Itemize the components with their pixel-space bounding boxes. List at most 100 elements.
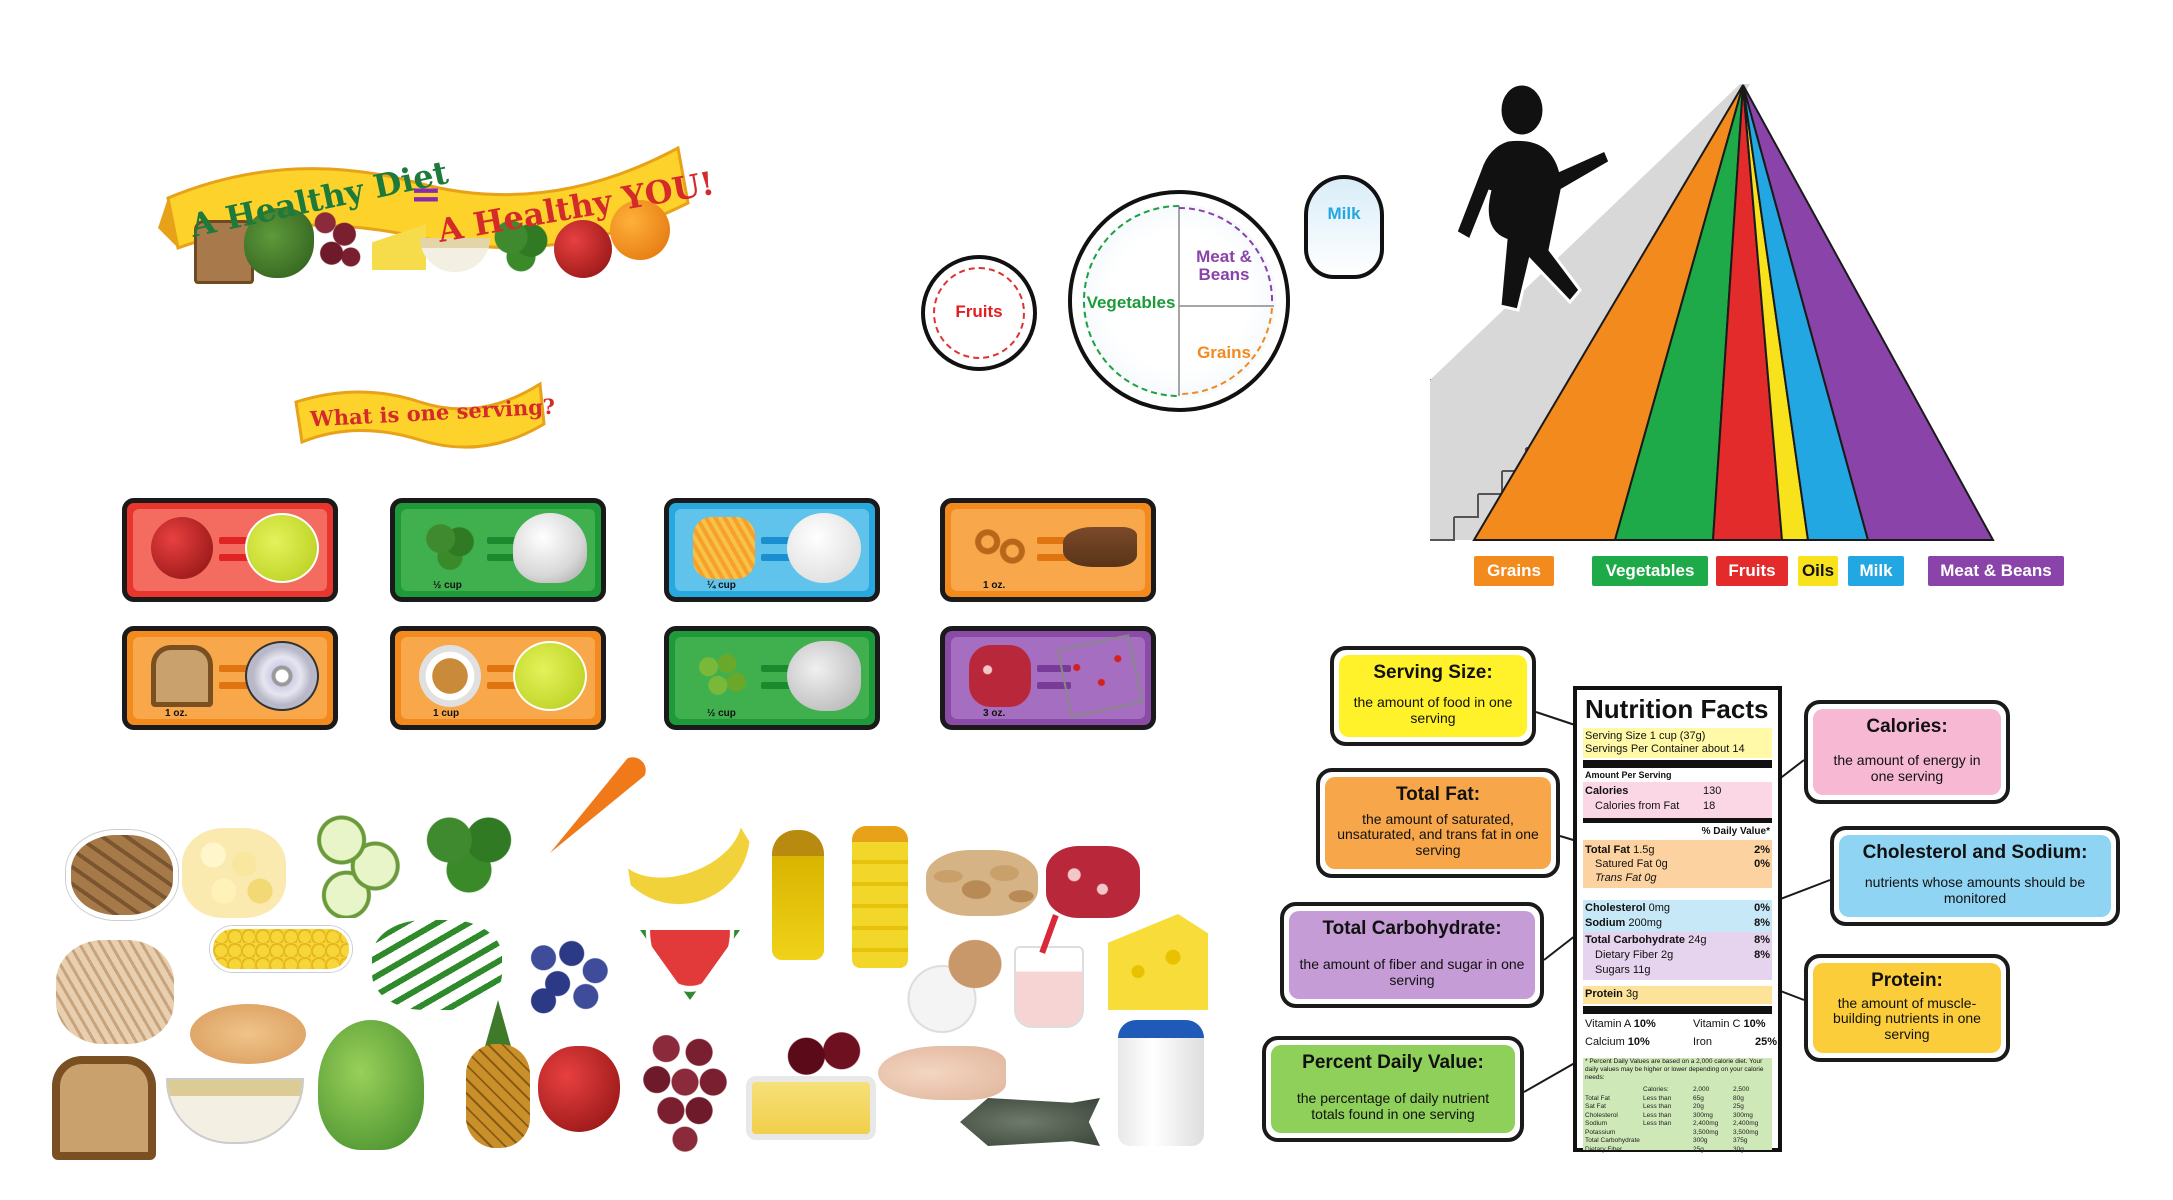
daily-values-cell: 25g [1733,1103,1744,1110]
callout-cholesterol-sodium: Cholesterol and Sodium: nutrients whose … [1830,826,2120,926]
serving-quantity: 1 oz. [165,708,188,719]
daily-values-cell: 3,500mg [1733,1128,1759,1136]
total-fat-pct: 2% [1754,844,1770,856]
cholesterol-label: Cholesterol [1585,902,1646,914]
daily-values-cell: Dietary Fiber [1585,1145,1623,1153]
serving-quantity: ½ cup [433,580,462,591]
tennis-ball-icon [513,641,587,711]
dv-header: % Daily Value* [1585,826,1770,837]
daily-values-cell: 2,400mg [1693,1120,1719,1127]
equals-sign-icon: = [410,172,442,216]
serving-quantity: ¼ cup [707,580,736,591]
callout-protein: Protein: the amount of muscle-building n… [1804,954,2010,1062]
cheese-icon [693,517,755,579]
callout-calories: Calories: the amount of energy in one se… [1804,700,2010,804]
sodium-amount: 200mg [1628,917,1663,929]
tennis-ball-icon [245,513,319,583]
callout-body: the amount of energy in one serving [1833,752,1981,784]
mouse-icon [787,641,861,711]
callout-title: Total Carbohydrate: [1322,918,1502,939]
legend-item: Oils [1798,556,1838,586]
milk-jug-icon [1118,1020,1204,1146]
plate-label-vegetables: Vegetables [1086,293,1176,312]
callout-fill [1325,777,1551,869]
highlight-calories [1583,782,1772,818]
fish-icon [960,1098,1100,1146]
trans-fat-label: Trans Fat 0g [1595,872,1657,884]
cereal-icon [419,645,481,707]
equals-icon [219,537,253,561]
servings-per-container: Servings Per Container about 14 [1585,743,1745,755]
minerals-row: Calcium 10% Iron 25% [1585,1036,1777,1048]
total-carb-amount: 24g [1688,934,1707,946]
daily-values-cell: Calories: [1643,1086,1669,1093]
iron-pct: 25% [1755,1036,1778,1048]
daily-values-cell: 300mg [1693,1111,1713,1119]
serving-card: 1 oz. [940,498,1156,602]
rule-thick-2 [1583,1006,1772,1014]
vit-a-pct: 10% [1633,1018,1656,1030]
stair-step [1454,494,1479,518]
callout-title: Total Fat: [1395,784,1481,805]
daily-values-cell: 300g [1693,1137,1708,1144]
highlight-carb [1583,932,1772,980]
plate-label-grains: Grains [1197,343,1251,362]
callout-fill [1813,709,2001,795]
daily-values-cell: 80g [1733,1094,1744,1102]
serving-card: ¼ cup [664,498,880,602]
serving-size: Serving Size 1 cup (37g) [1585,730,1706,742]
legend-item: Grains [1474,556,1554,586]
milk-cup: Milk [1304,175,1384,279]
callout-body: nutrients whose amounts should be monito… [1864,874,2086,906]
trans-fat-row: Trans Fat 0g [1585,872,1770,884]
callout-fill [1813,963,2001,1053]
golf-ball-icon [787,513,861,583]
shredded-chicken-icon [56,940,174,1044]
callout-body: the amount of fiber and sugar in one ser… [1299,956,1525,988]
daily-values-row: Dietary Fiber 25g 30g [1585,1146,1770,1155]
yogurt-cup-icon [1014,914,1084,1028]
broccoli-icon [420,810,518,910]
calories-fat-label: Calories from Fat [1595,800,1680,812]
sat-fat-label: Satured Fat 0g [1595,858,1668,870]
callout-title: Serving Size: [1373,662,1493,683]
daily-values-cell: 30g [1733,1145,1744,1153]
cherries-icon [784,986,864,1076]
pineapple-icon [466,1000,530,1150]
serving-quantity: 1 oz. [983,580,1006,591]
total-fat-label: Total Fat [1585,844,1631,856]
orange-icon [610,200,670,260]
plate-label-milk: Milk [1327,204,1361,223]
serving-card: ½ cup [390,498,606,602]
equals-icon [761,665,795,689]
cholesterol-pct: 0% [1754,902,1770,914]
callout-title: Cholesterol and Sodium: [1862,842,2088,863]
pyramid-wedge-meat-beans [1742,84,1995,541]
vit-c-pct: 10% [1743,1018,1766,1030]
corn-icon [210,926,352,972]
protein-label: Protein [1585,988,1623,1000]
calcium-pct: 10% [1627,1036,1650,1048]
callout-title: Calories: [1866,716,1948,737]
legend-item: Vegetables [1592,556,1708,586]
fiber-pct: 8% [1754,949,1770,961]
serving-card [122,498,338,602]
peanuts-icon [926,850,1038,916]
daily-values-cell: Total Carbohydrate [1585,1137,1640,1144]
callout-body: the percentage of daily nutrient totals … [1296,1090,1490,1122]
climbing-person-icon [1454,82,1612,312]
daily-values-cell: 25g [1693,1145,1704,1153]
daily-values-cell: 20g [1693,1103,1704,1110]
daily-values-cell: Potassium [1585,1128,1616,1136]
protein-amount: 3g [1625,988,1639,1000]
apple-icon [538,1046,620,1132]
amount-per-serving: Amount Per Serving [1585,770,1672,780]
serving-card: 1 cup [390,626,606,730]
callout-fill [1271,1045,1515,1133]
highlight-fat [1583,840,1772,888]
footnote: * Percent Daily Values are based on a 2,… [1585,1058,1764,1081]
peas-icon [693,645,755,707]
